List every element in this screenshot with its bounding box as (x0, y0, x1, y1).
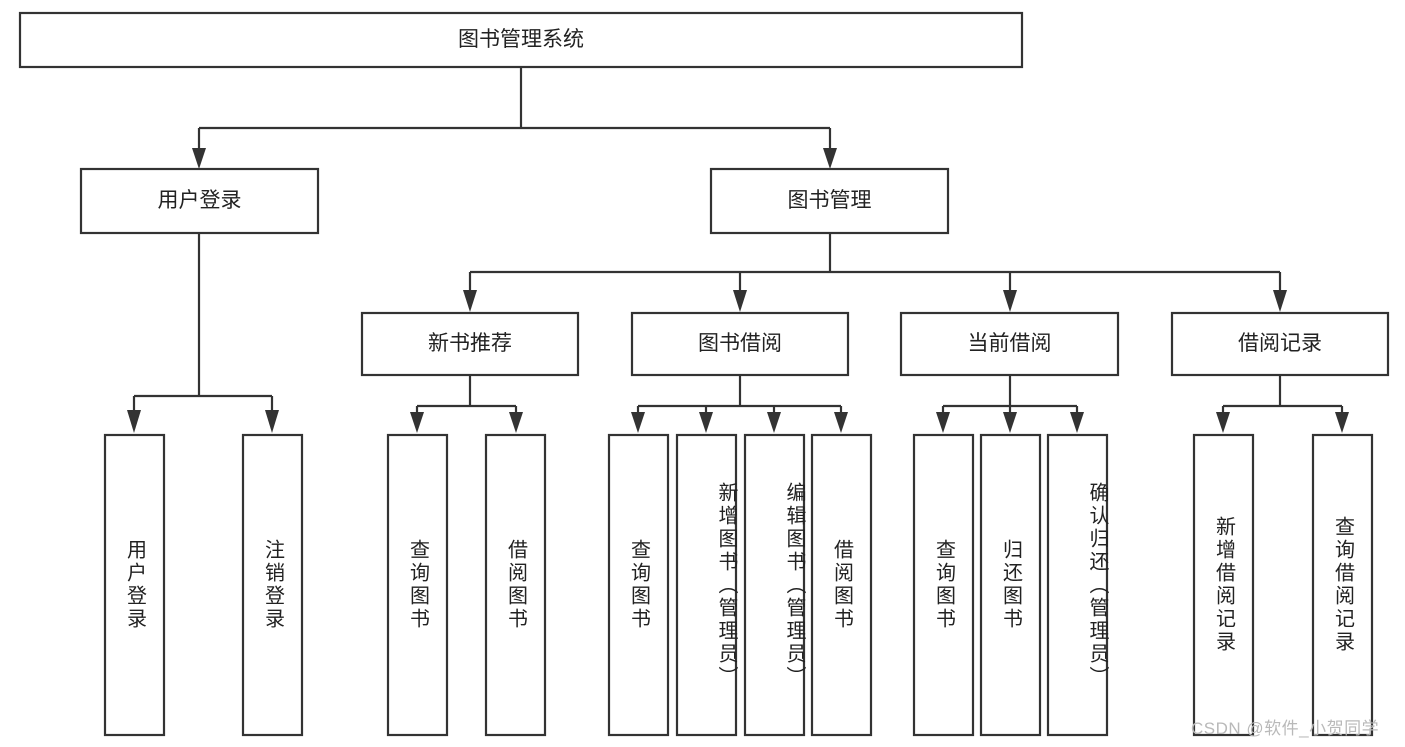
arrow-head-leaf-new-book-0 (410, 412, 424, 433)
arrow-head-leaf-current-borrow-2 (1070, 412, 1084, 433)
node-box-leaf-borrow-record-0[interactable] (1192, 433, 1255, 737)
arrow-head-leaf-user-login-0 (127, 410, 141, 433)
node-box-leaf-user-login-1[interactable] (241, 433, 304, 737)
arrow-head-user-login (192, 148, 206, 169)
node-box-leaf-user-login-0[interactable] (103, 433, 166, 737)
node-box-user-login[interactable] (79, 167, 320, 235)
node-box-leaf-book-borrow-3[interactable] (810, 433, 873, 737)
node-box-book-management[interactable] (709, 167, 950, 235)
arrow-head-book-management (823, 148, 837, 169)
node-box-leaf-new-book-0[interactable] (386, 433, 449, 737)
watermark-text: CSDN @软件_小贺同学 (1191, 719, 1380, 738)
arrow-head-leaf-borrow-record-0 (1216, 412, 1230, 433)
arrow-head-leaf-book-borrow-1 (699, 412, 713, 433)
node-box-leaf-current-borrow-0[interactable] (912, 433, 975, 737)
node-box-current-borrow[interactable] (899, 311, 1120, 377)
node-box-leaf-current-borrow-1[interactable] (979, 433, 1042, 737)
arrow-head-book-borrow (733, 290, 747, 312)
node-box-leaf-book-borrow-1[interactable] (675, 433, 738, 737)
arrow-head-leaf-book-borrow-0 (631, 412, 645, 433)
node-box-book-borrow[interactable] (630, 311, 850, 377)
arrow-head-borrow-record (1273, 290, 1287, 312)
arrow-head-leaf-book-borrow-3 (834, 412, 848, 433)
arrow-head-leaf-user-login-1 (265, 410, 279, 433)
node-box-root[interactable] (18, 11, 1024, 69)
node-box-leaf-book-borrow-2[interactable] (743, 433, 806, 737)
node-box-leaf-new-book-1[interactable] (484, 433, 547, 737)
arrow-head-leaf-current-borrow-0 (936, 412, 950, 433)
arrow-head-new-book-recommend (463, 290, 477, 312)
arrow-head-leaf-borrow-record-1 (1335, 412, 1349, 433)
arrow-head-leaf-book-borrow-2 (767, 412, 781, 433)
node-box-leaf-borrow-record-1[interactable] (1311, 433, 1374, 737)
arrow-head-leaf-current-borrow-1 (1003, 412, 1017, 433)
node-box-leaf-current-borrow-2[interactable] (1046, 433, 1109, 737)
node-box-leaf-book-borrow-0[interactable] (607, 433, 670, 737)
arrow-head-current-borrow (1003, 290, 1017, 312)
node-box-borrow-record[interactable] (1170, 311, 1390, 377)
node-box-new-book-recommend[interactable] (360, 311, 580, 377)
arrow-head-leaf-new-book-1 (509, 412, 523, 433)
